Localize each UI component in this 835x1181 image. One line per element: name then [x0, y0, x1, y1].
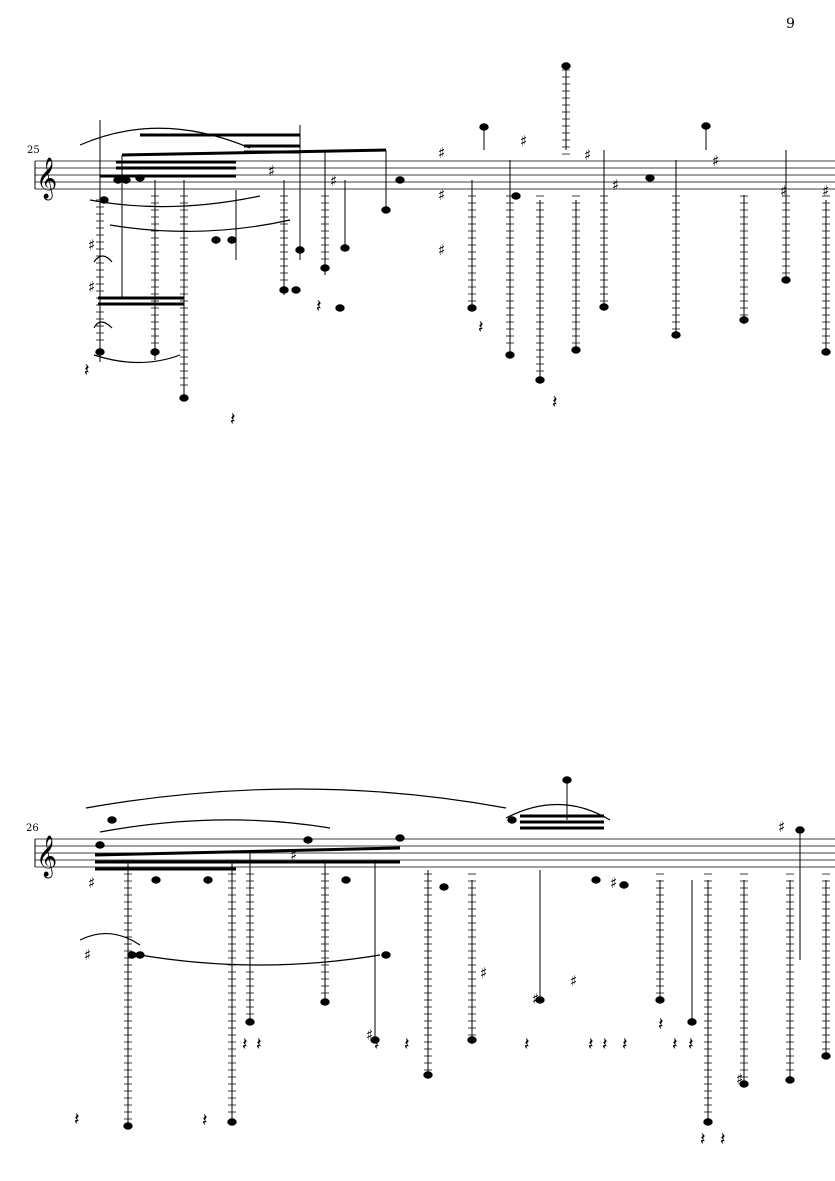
svg-text:♯: ♯	[778, 818, 785, 836]
treble-clef-icon: 𝄞	[36, 157, 57, 200]
svg-text:♯: ♯	[780, 182, 787, 200]
svg-text:♯: ♯	[712, 152, 719, 170]
svg-text:♯: ♯	[822, 182, 829, 200]
svg-text:𝄽: 𝄽	[242, 1034, 248, 1055]
svg-text:♯: ♯	[480, 964, 487, 982]
notation-cluster-2	[79, 776, 831, 1130]
svg-text:𝄽: 𝄽	[230, 409, 236, 430]
accidentals-system-1: ♯ ♯ ♯ ♯ ♯ ♯ ♯ ♯ ♯ ♯ ♯ ♯ ♯	[88, 132, 829, 296]
svg-text:𝄽: 𝄽	[720, 1129, 726, 1150]
svg-text:𝄽: 𝄽	[202, 1110, 208, 1131]
svg-text:♯: ♯	[438, 186, 445, 204]
svg-text:𝄽: 𝄽	[404, 1034, 410, 1055]
svg-text:♯: ♯	[584, 146, 591, 164]
measure-number-25: 25	[27, 145, 40, 156]
svg-text:♯: ♯	[438, 144, 445, 162]
svg-text:𝄽: 𝄽	[478, 317, 484, 338]
svg-text:𝄽: 𝄽	[84, 360, 90, 381]
svg-text:𝄽: 𝄽	[552, 392, 558, 413]
svg-text:𝄽: 𝄽	[74, 1109, 80, 1130]
svg-text:𝄽: 𝄽	[672, 1034, 678, 1055]
svg-text:♯: ♯	[88, 236, 95, 254]
svg-text:♯: ♯	[438, 241, 445, 259]
svg-text:♯: ♯	[88, 874, 95, 892]
svg-text:𝄽: 𝄽	[688, 1034, 694, 1055]
svg-text:𝄽: 𝄽	[256, 1034, 262, 1055]
svg-text:𝄽: 𝄽	[622, 1034, 628, 1055]
svg-text:♯: ♯	[610, 874, 617, 892]
treble-clef-icon: 𝄞	[36, 835, 57, 878]
svg-text:♯: ♯	[290, 846, 297, 864]
svg-text:♯: ♯	[520, 132, 527, 150]
svg-text:♯: ♯	[532, 990, 539, 1008]
measure-number-26: 26	[26, 823, 39, 834]
svg-text:♯: ♯	[570, 972, 577, 990]
svg-text:♯: ♯	[330, 172, 337, 190]
svg-text:♯: ♯	[612, 176, 619, 194]
svg-text:♯: ♯	[88, 278, 95, 296]
svg-text:♯: ♯	[736, 1070, 743, 1088]
svg-text:𝄽: 𝄽	[658, 1014, 664, 1035]
svg-text:𝄽: 𝄽	[374, 1034, 380, 1055]
accidentals-system-2: ♯ ♯ ♯ ♯ ♯ ♯ ♯ ♯ ♯ ♯	[84, 818, 785, 1088]
svg-text:♯: ♯	[366, 1026, 373, 1044]
rests-system-2: 𝄽 𝄽 𝄽 𝄽 𝄽 𝄽 𝄽 𝄽 𝄽 𝄽 𝄽 𝄽 𝄽 𝄽 𝄽	[74, 1014, 726, 1150]
svg-text:𝄽: 𝄽	[588, 1034, 594, 1055]
svg-text:♯: ♯	[84, 946, 91, 964]
svg-text:♯: ♯	[268, 162, 275, 180]
svg-text:𝄽: 𝄽	[316, 296, 322, 317]
rests-system-1: 𝄽 𝄽 𝄽 𝄽 𝄽	[84, 296, 558, 430]
svg-text:𝄽: 𝄽	[602, 1034, 608, 1055]
svg-text:𝄽: 𝄽	[700, 1129, 706, 1150]
notation-cluster-1	[79, 62, 831, 402]
svg-text:𝄽: 𝄽	[524, 1034, 530, 1055]
page-number: 9	[786, 16, 795, 32]
